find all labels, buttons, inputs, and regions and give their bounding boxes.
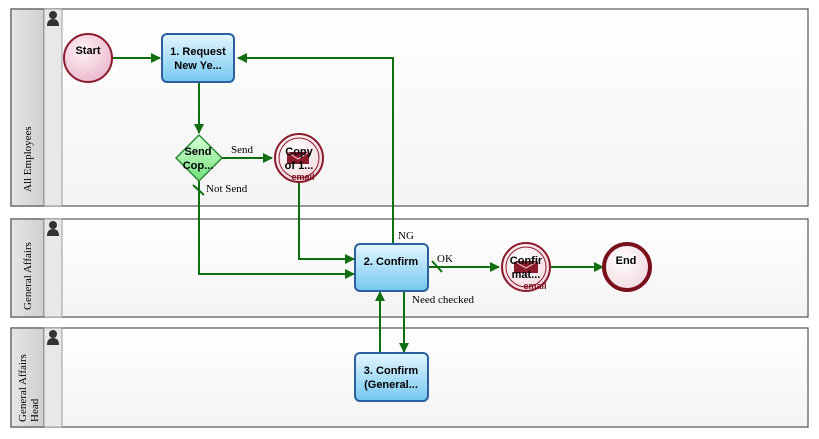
confirmation-email-label-line2: mat... — [512, 269, 541, 281]
start-label: Start — [75, 45, 100, 57]
end-label: End — [616, 255, 637, 267]
copy-email-event[interactable]: Copy of 1... email — [274, 133, 324, 183]
lane-label-general-affairs: General Affairs — [22, 242, 34, 310]
task-request-new-year[interactable]: 1. Request New Ye... — [161, 33, 235, 83]
flow-confirm-ng — [237, 53, 394, 243]
edge-label-send: Send — [231, 144, 254, 156]
edge-label-not-send: Not Send — [206, 183, 248, 195]
envelope-icon — [513, 260, 539, 273]
task-request-label-line1: 1. Request — [170, 46, 226, 58]
lane-label-general-affairs-head: General Affairs — [17, 354, 29, 422]
gateway-send-copy[interactable]: Send Cop... — [174, 133, 224, 183]
email-tag: email — [523, 281, 546, 291]
lane-general-affairs-head: General Affairs Head — [10, 327, 809, 428]
gateway-label-line1: Send — [185, 146, 212, 158]
flow-gateway-not-send — [198, 181, 355, 279]
copy-email-label-line1: Copy — [285, 146, 313, 158]
envelope-icon — [286, 151, 310, 164]
lane-all-employees: All Employees — [10, 8, 809, 207]
task-request-label-line2: New Ye... — [174, 60, 222, 72]
flows — [113, 53, 604, 353]
default-flow-marks — [192, 184, 443, 273]
task-head-label-line1: 3. Confirm — [364, 365, 419, 377]
confirmation-email-label-line1: Confir — [510, 255, 543, 267]
lane-label-general-affairs-head-line2: Head — [29, 398, 41, 422]
flow-copy-to-confirm — [298, 183, 355, 264]
edge-label-ng: NG — [398, 230, 414, 242]
confirmation-email-event[interactable]: Confir mat... email — [501, 242, 551, 292]
edge-label-need-checked: Need checked — [412, 294, 474, 306]
copy-email-label-line2: of 1... — [285, 160, 314, 172]
task-confirm-general-affairs-head[interactable]: 3. Confirm (General... — [354, 352, 429, 402]
end-event[interactable]: End — [602, 242, 652, 292]
edge-label-ok: OK — [437, 253, 453, 265]
task-head-label-line2: (General... — [364, 379, 418, 391]
gateway-label-line2: Cop... — [183, 160, 214, 172]
email-tag: email — [291, 172, 314, 182]
lane-label-all-employees: All Employees — [22, 126, 34, 192]
task-confirm[interactable]: 2. Confirm — [354, 243, 429, 292]
task-confirm-label: 2. Confirm — [364, 256, 419, 268]
start-event[interactable]: Start — [63, 33, 113, 83]
